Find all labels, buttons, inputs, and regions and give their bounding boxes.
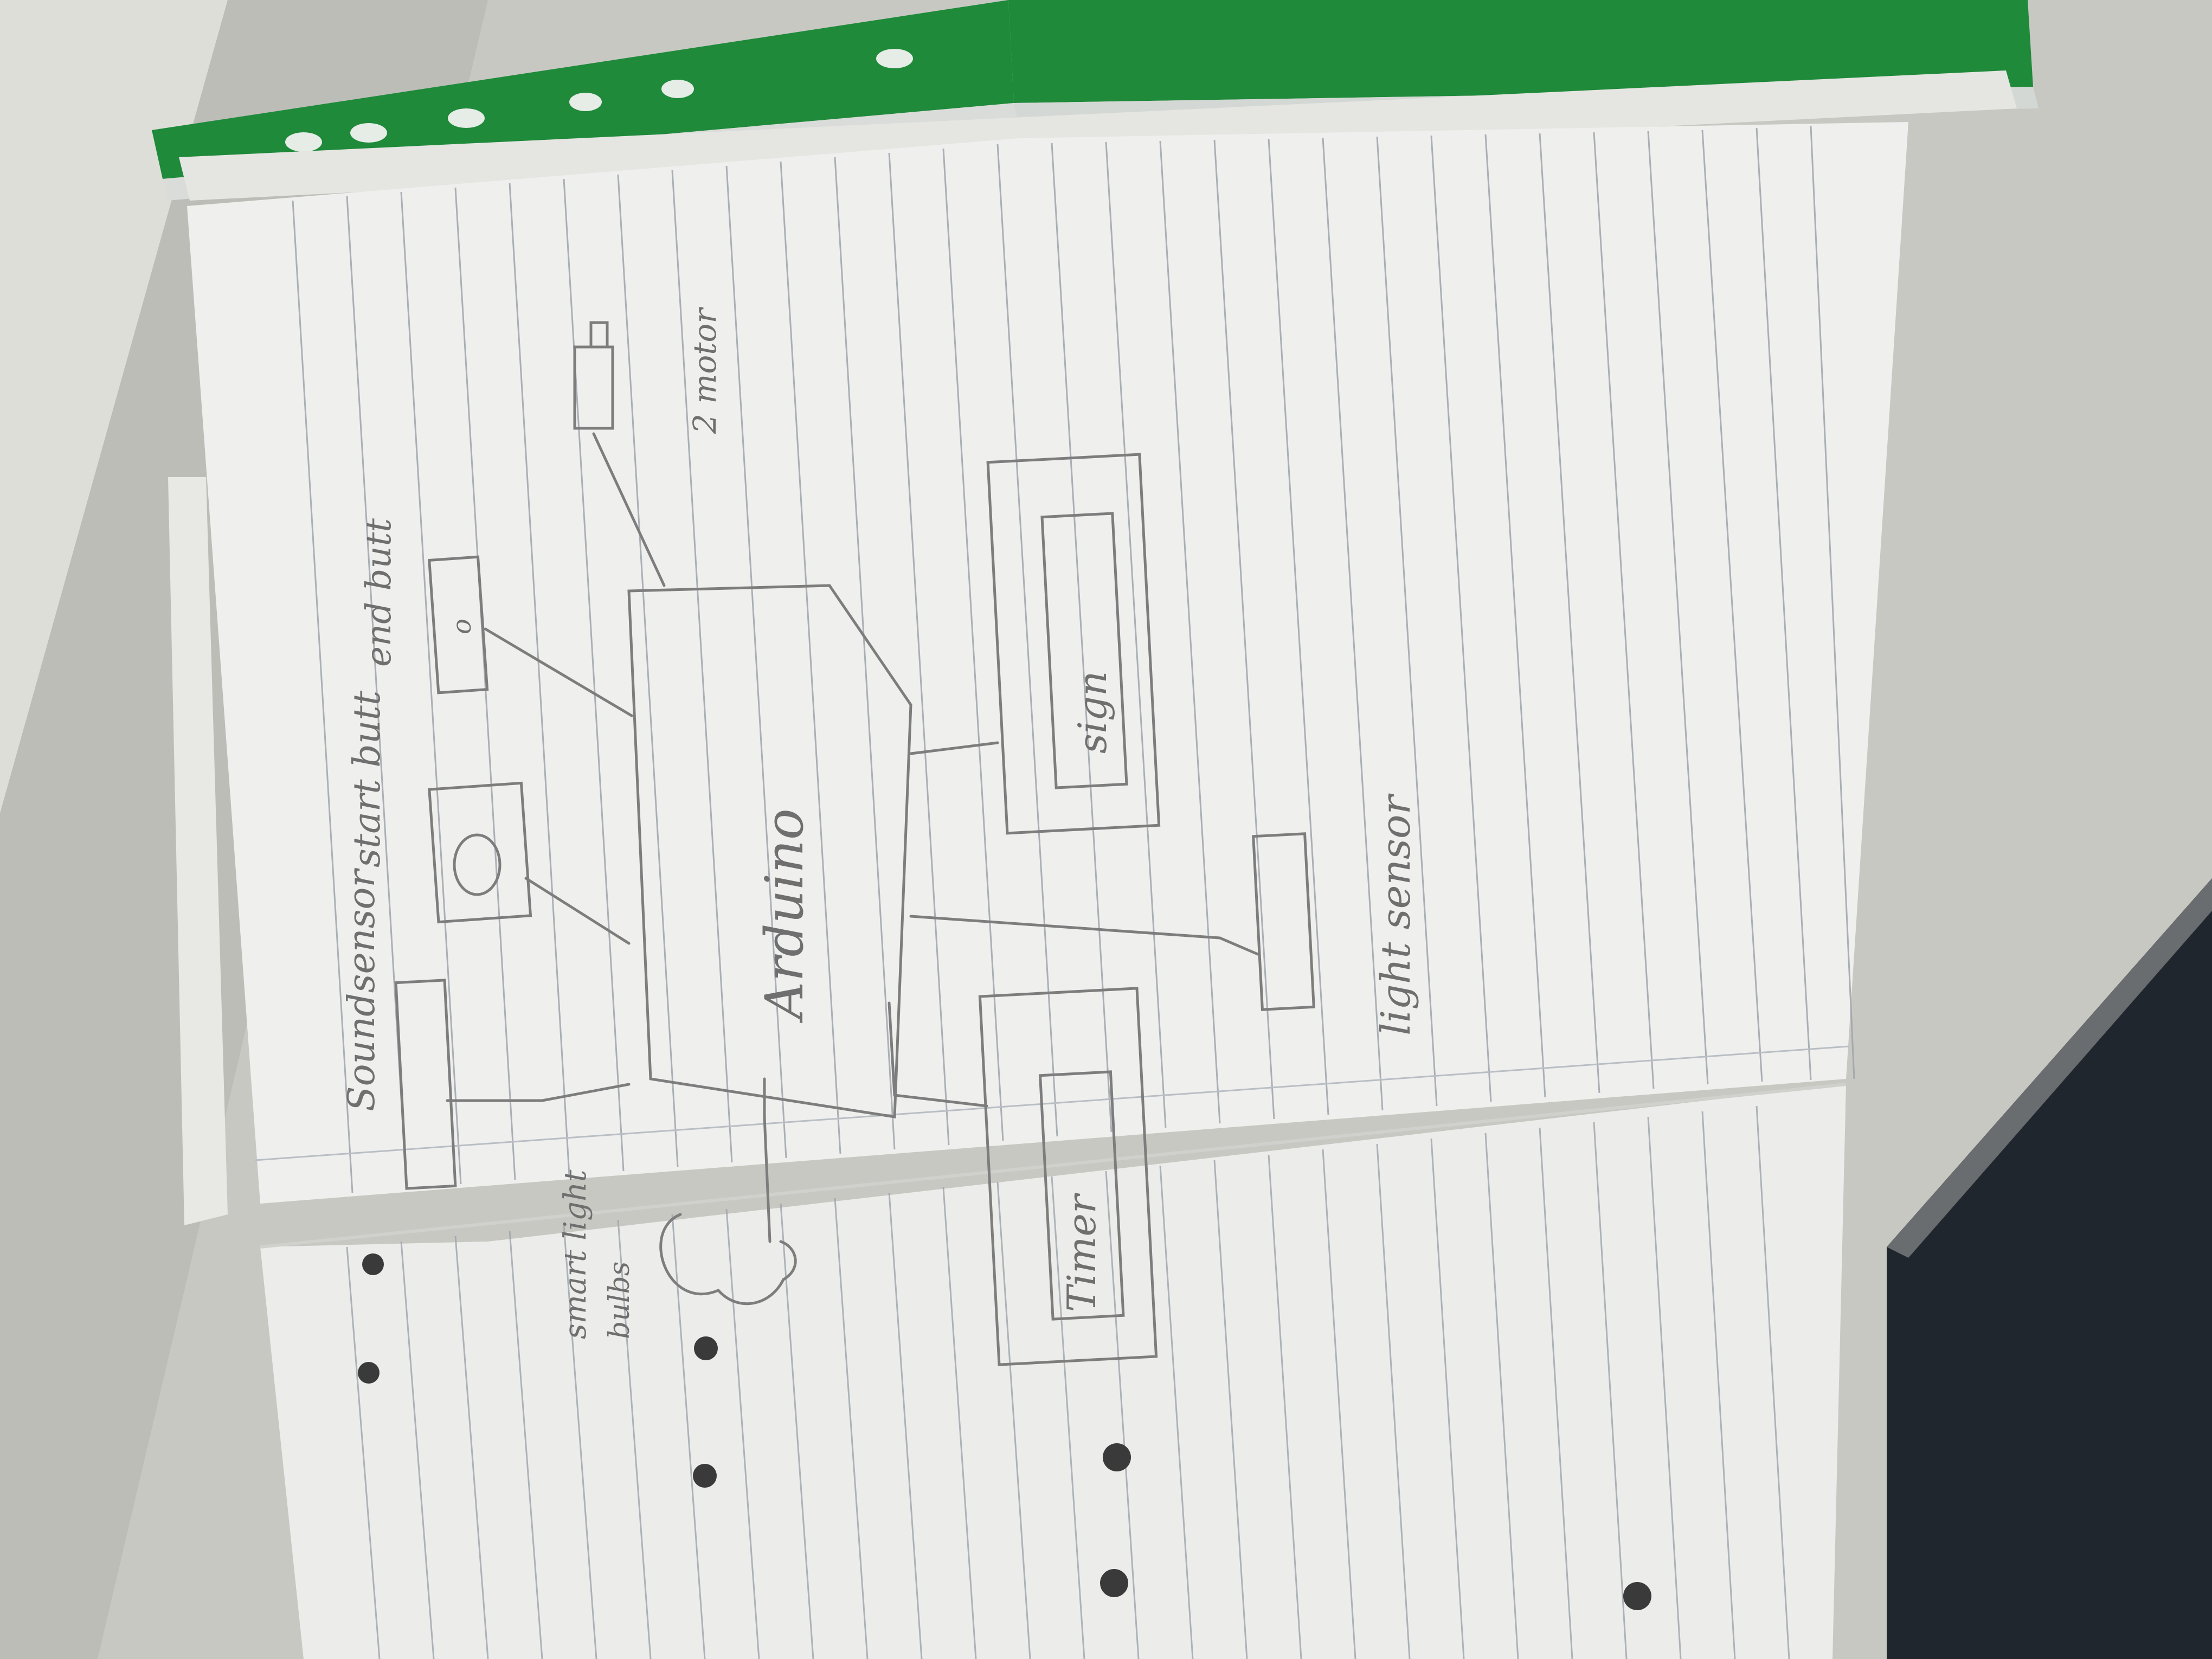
label-light-sensor: light sensor bbox=[1373, 793, 1419, 1036]
sign-display-inner bbox=[1040, 512, 1128, 789]
label-end-button: end butt bbox=[359, 518, 399, 667]
label-bulbs: bulbs bbox=[603, 1262, 636, 1339]
sound-sensor-box bbox=[394, 979, 457, 1190]
paper-stack-edge bbox=[168, 70, 2017, 1225]
upper-page bbox=[187, 122, 1908, 1204]
pencil-sketch bbox=[394, 321, 1315, 1366]
arduino-box bbox=[627, 584, 912, 1118]
punch-holes bbox=[358, 1253, 1651, 1610]
timer-display-outer bbox=[978, 987, 1158, 1366]
wire-light-sensor bbox=[909, 915, 1259, 956]
label-smart-light: smart light bbox=[558, 1169, 593, 1339]
wire-sound-sensor bbox=[446, 1083, 631, 1102]
sketch-labels: Soundsensor start butt end butt 2 motor … bbox=[340, 307, 1419, 1339]
end-button-glyph: o bbox=[447, 619, 477, 634]
lower-page bbox=[260, 1083, 1847, 1659]
label-sign: sign bbox=[1070, 671, 1115, 754]
start-button-box bbox=[428, 781, 532, 924]
end-button-box bbox=[428, 555, 489, 695]
sign-display-outer bbox=[986, 453, 1161, 835]
smart-bulb-shape bbox=[659, 1213, 797, 1306]
wire-timer bbox=[888, 1001, 988, 1108]
start-button-knob bbox=[453, 833, 501, 896]
wire-end-button bbox=[484, 627, 633, 717]
label-sound-sensor: Soundsensor bbox=[340, 868, 383, 1111]
label-arduino: Arduino bbox=[754, 808, 815, 1024]
timer-display-inner bbox=[1038, 1070, 1125, 1321]
wire-start-button bbox=[524, 877, 631, 945]
wire-sign bbox=[909, 741, 999, 755]
motor-shaft bbox=[589, 321, 609, 349]
label-start-button: start butt bbox=[346, 690, 389, 867]
label-timer: Timer bbox=[1059, 1193, 1104, 1312]
wire-bulb bbox=[763, 1077, 771, 1243]
light-sensor-box bbox=[1252, 832, 1315, 1011]
label-motor: 2 motor bbox=[686, 307, 723, 434]
wire-motor bbox=[592, 432, 666, 587]
